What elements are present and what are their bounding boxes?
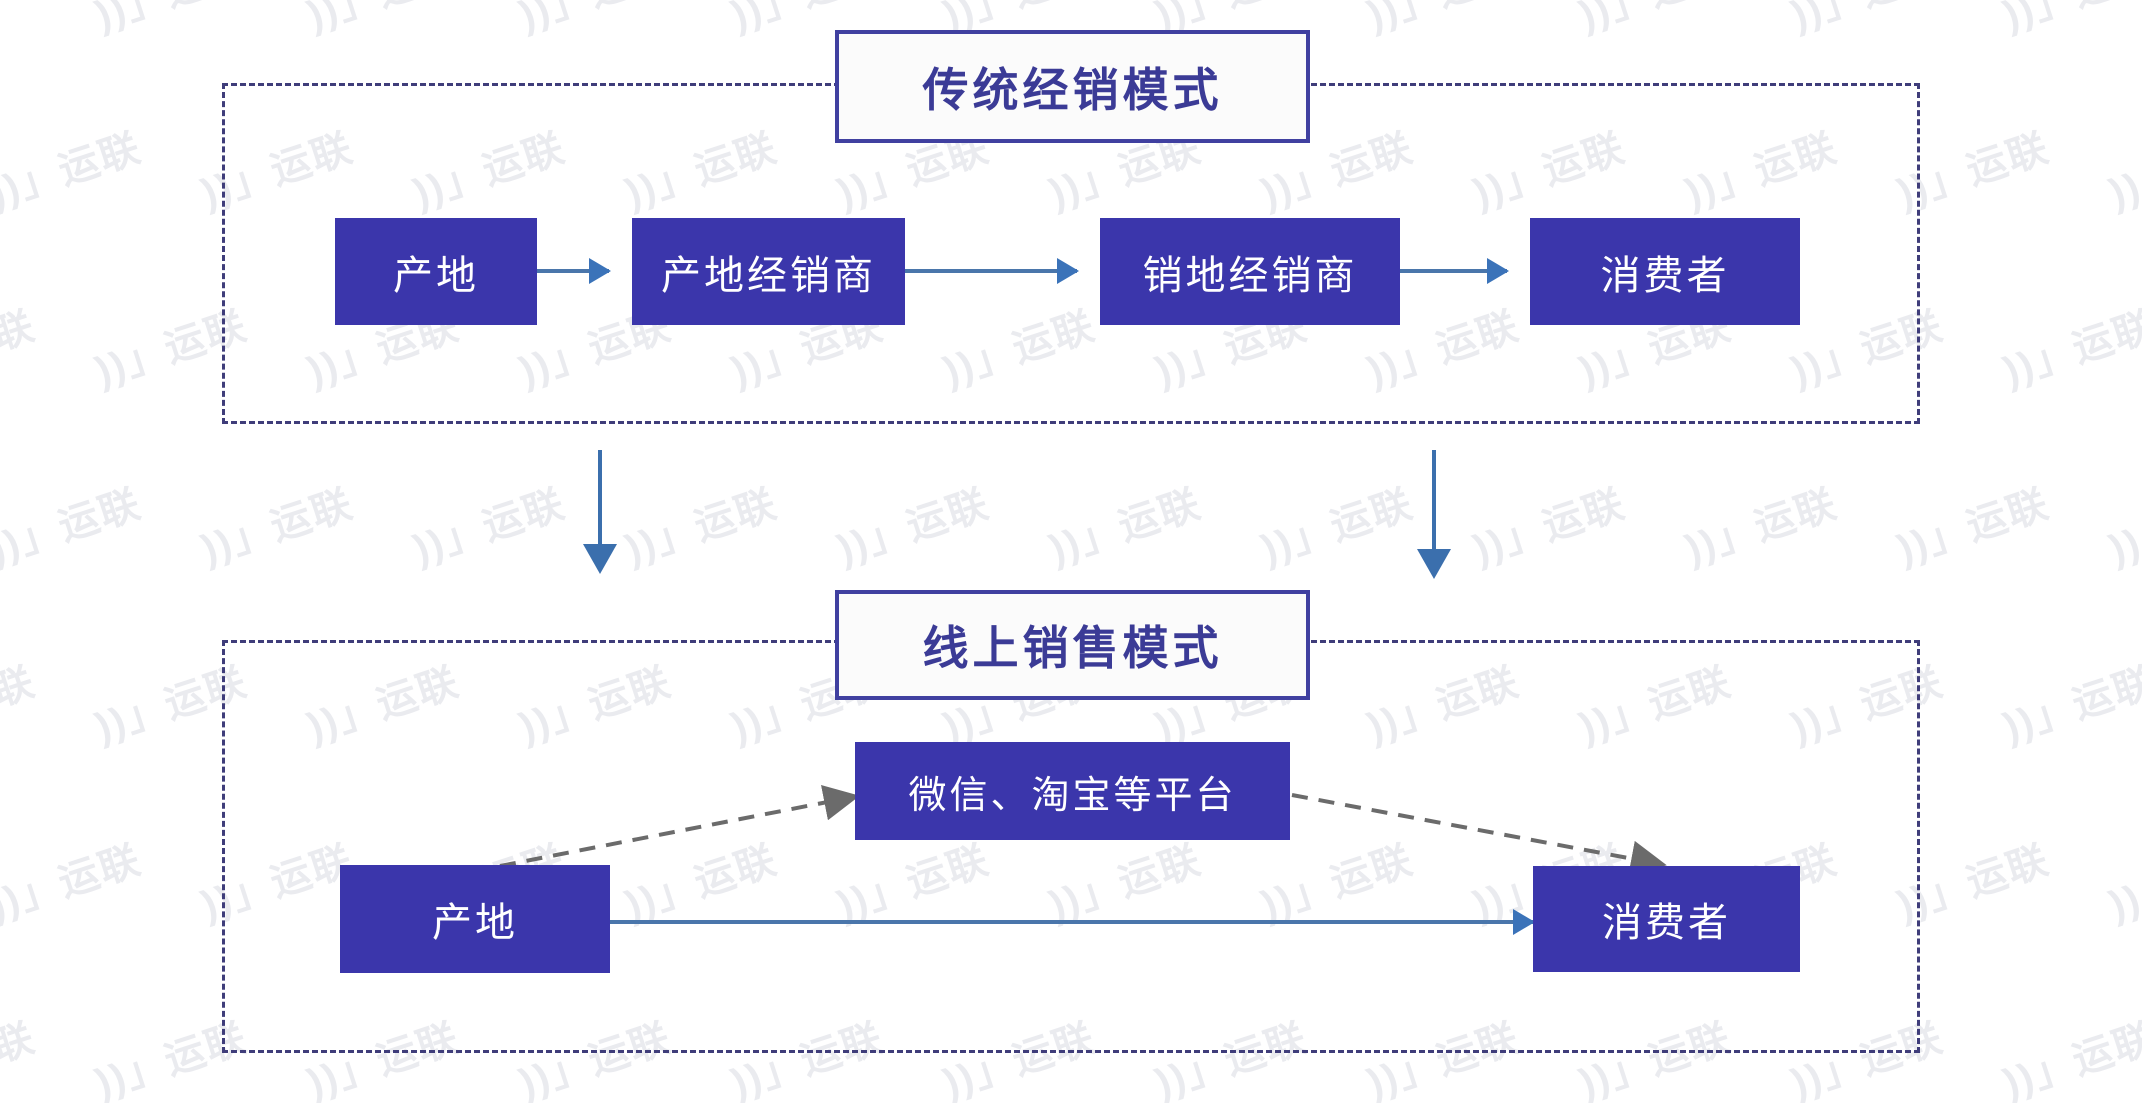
arrow-market-distributor-to-consumer bbox=[1400, 269, 1507, 273]
watermark-text: ))」运联 bbox=[0, 481, 147, 572]
watermark-text: ))」运联 bbox=[1998, 1015, 2142, 1103]
watermark-text: ))」运联 bbox=[2104, 125, 2142, 216]
watermark-text: ))」运联 bbox=[1998, 303, 2142, 394]
node-consumer-online: 消费者 bbox=[1533, 866, 1800, 972]
watermark-text: ))」运联 bbox=[511, 0, 678, 41]
watermark-text: ))」运联 bbox=[620, 481, 783, 572]
arrow-origin-to-consumer-online bbox=[610, 920, 1533, 924]
arrow-origin-distributor-to-market-distributor bbox=[905, 269, 1077, 273]
watermark-text: ))」运联 bbox=[1571, 0, 1738, 41]
watermark-text: ))」运联 bbox=[0, 125, 147, 216]
watermark-text: ))」运联 bbox=[1680, 481, 1843, 572]
watermark-text: ))」运联 bbox=[832, 481, 995, 572]
watermark-text: ))」运联 bbox=[87, 0, 254, 41]
arrow-origin-to-origin-distributor bbox=[537, 269, 609, 273]
watermark-text: ))」运联 bbox=[1892, 481, 2055, 572]
watermark-text: ))」运联 bbox=[0, 303, 41, 394]
watermark-text: ))」运联 bbox=[2104, 837, 2142, 928]
node-consumer-traditional: 消费者 bbox=[1530, 218, 1800, 325]
watermark-text: ))」运联 bbox=[408, 481, 571, 572]
watermark-text: ))」运联 bbox=[299, 0, 466, 41]
watermark-text: ))」运联 bbox=[2104, 481, 2142, 572]
watermark-text: ))」运联 bbox=[1468, 481, 1631, 572]
watermark-text: ))」运联 bbox=[1998, 659, 2142, 750]
watermark-text: ))」运联 bbox=[0, 0, 42, 41]
node-origin-online: 产地 bbox=[340, 865, 610, 973]
watermark-text: ))」运联 bbox=[1783, 0, 1950, 41]
arrow-traditional-to-online-right bbox=[1432, 450, 1436, 575]
watermark-text: ))」运联 bbox=[1256, 481, 1419, 572]
watermark-text: ))」运联 bbox=[196, 481, 359, 572]
watermark-text: ))」运联 bbox=[0, 1015, 41, 1103]
section-frame-online bbox=[222, 640, 1920, 1053]
watermark-text: ))」运联 bbox=[1359, 0, 1526, 41]
watermark-text: ))」运联 bbox=[0, 837, 147, 928]
node-origin-distributor: 产地经销商 bbox=[632, 218, 905, 325]
watermark-text: ))」运联 bbox=[1044, 481, 1207, 572]
watermark-text: ))」运联 bbox=[1995, 0, 2142, 41]
arrow-traditional-to-online-left bbox=[598, 450, 602, 570]
node-platform-online: 微信、淘宝等平台 bbox=[855, 742, 1290, 840]
node-origin-traditional: 产地 bbox=[335, 218, 537, 325]
section-title-traditional: 传统经销模式 bbox=[835, 30, 1310, 143]
node-market-distributor: 销地经销商 bbox=[1100, 218, 1400, 325]
watermark-text: ))」运联 bbox=[0, 659, 41, 750]
section-title-online: 线上销售模式 bbox=[835, 590, 1310, 700]
